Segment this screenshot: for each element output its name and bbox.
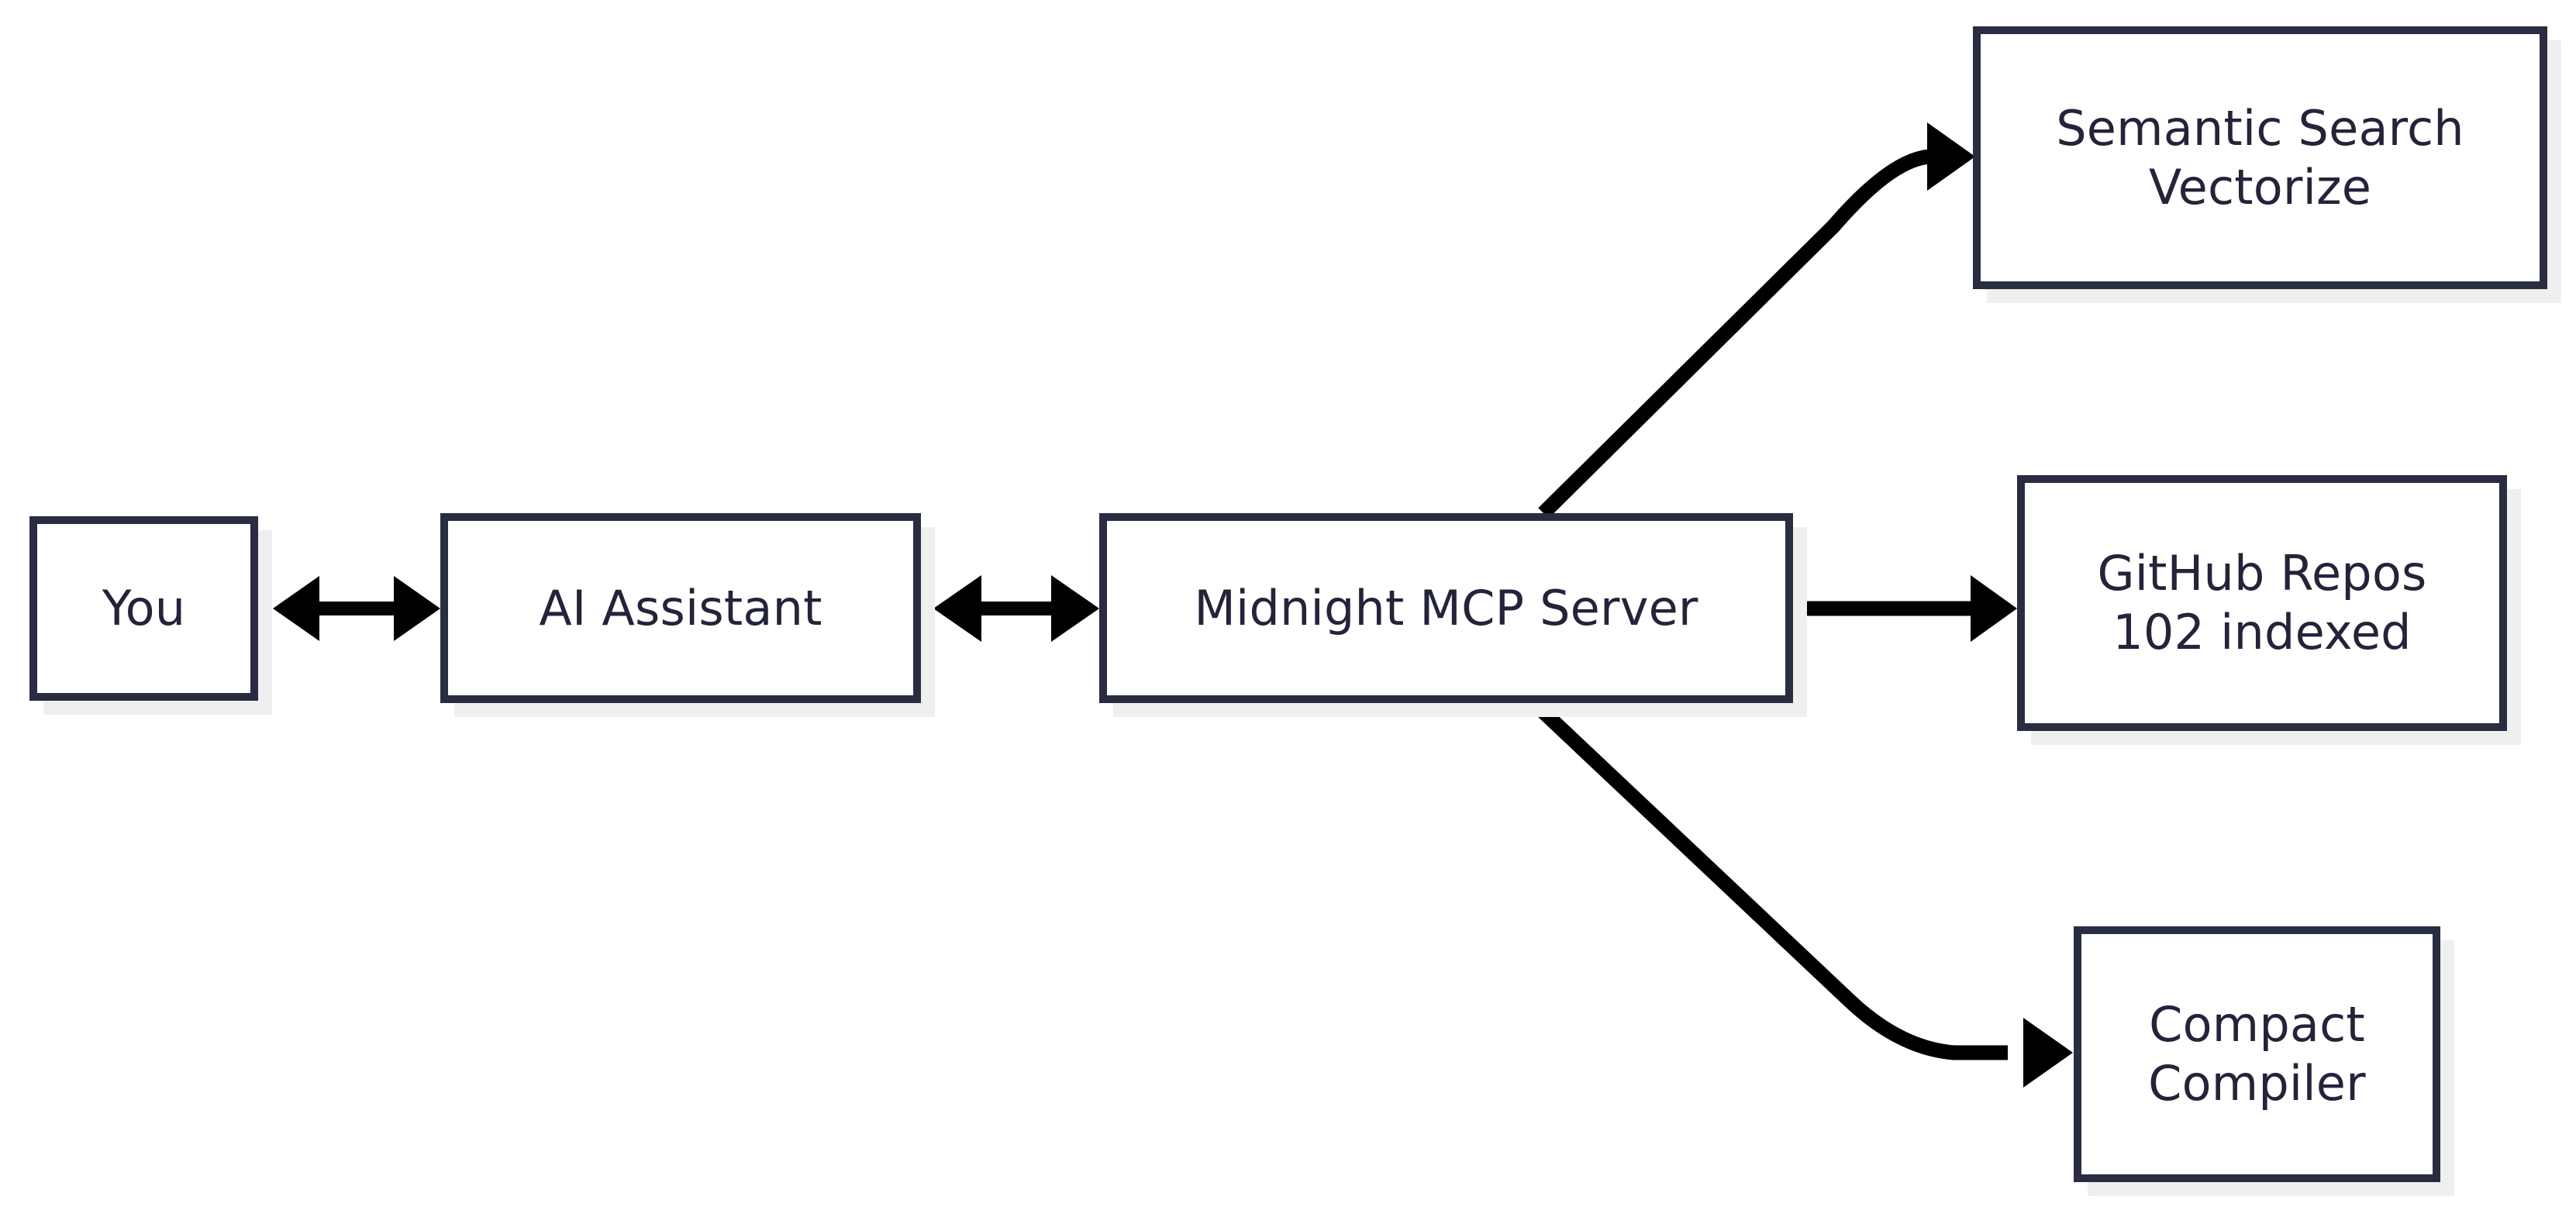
node-github-repos-label-line2: 102 indexed bbox=[2112, 604, 2412, 660]
node-semantic-search-label-line2: Vectorize bbox=[2148, 158, 2372, 215]
node-you-label-line1: You bbox=[102, 580, 186, 637]
node-ai-assistant[interactable]: AI Assistant bbox=[440, 513, 921, 703]
edge-mcp-semantic bbox=[1538, 122, 1975, 519]
node-github-repos[interactable]: GitHub Repos 102 indexed bbox=[2017, 475, 2507, 731]
node-ai-assistant-label-line1: AI Assistant bbox=[539, 579, 822, 636]
edge-assistant-mcp bbox=[933, 575, 1099, 642]
node-compact-compiler-label-line1: Compact bbox=[2149, 996, 2365, 1053]
edge-mcp-github bbox=[1793, 575, 2017, 642]
node-midnight-mcp-server-label-line1: Midnight MCP Server bbox=[1194, 579, 1698, 636]
node-semantic-search-label-line1: Semantic Search bbox=[2056, 99, 2464, 157]
edge-mcp-compact bbox=[1531, 700, 2073, 1088]
node-github-repos-label-line1: GitHub Repos bbox=[2097, 545, 2427, 602]
node-semantic-search-vectorize[interactable]: Semantic Search Vectorize bbox=[1973, 26, 2547, 289]
node-compact-compiler[interactable]: Compact Compiler bbox=[2074, 926, 2440, 1182]
node-compact-compiler-label-line2: Compiler bbox=[2148, 1055, 2366, 1112]
node-midnight-mcp-server[interactable]: Midnight MCP Server bbox=[1099, 513, 1793, 703]
node-you[interactable]: You bbox=[29, 516, 258, 701]
edge-you-assistant bbox=[273, 576, 440, 641]
